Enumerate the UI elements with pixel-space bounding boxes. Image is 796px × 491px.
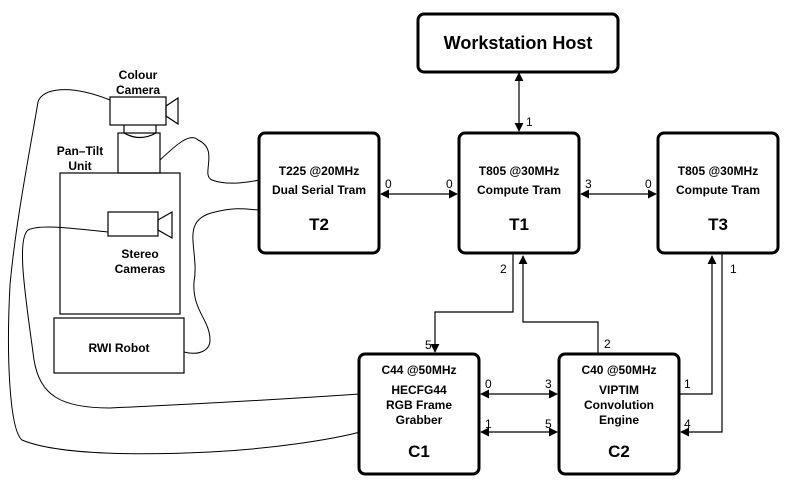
node-c1-id: C1 <box>408 442 430 461</box>
node-t3-id: T3 <box>708 215 728 234</box>
workstation-host-node: Workstation Host <box>416 12 620 74</box>
stereo-cameras-label: Cameras <box>115 262 166 276</box>
node-c1-processor: C44 @50MHz <box>381 363 456 377</box>
node-c2: C40 @50MHz VIPTIM Convolution Engine C2 <box>557 352 681 476</box>
port-label: 0 <box>385 177 392 191</box>
node-c1-function: Grabber <box>396 413 443 427</box>
serial-cable-top <box>159 137 261 184</box>
port-label: 5 <box>425 338 432 352</box>
node-t2-type: Dual Serial Tram <box>272 183 366 197</box>
node-c2-model: VIPTIM <box>599 383 639 397</box>
port-labels: 1 0 0 3 0 2 5 2 1 0 3 1 5 1 4 <box>385 115 737 431</box>
serial-cable-bottom <box>183 208 261 354</box>
port-label: 1 <box>730 262 737 276</box>
node-c2-function: Convolution <box>584 398 654 412</box>
node-t2-processor: T225 @20MHz <box>279 164 359 178</box>
camera-cable <box>8 89 361 455</box>
workstation-host-title: Workstation Host <box>444 33 593 53</box>
node-t3-type: Compute Tram <box>676 183 760 197</box>
port-label: 1 <box>526 115 533 129</box>
node-c1: C44 @50MHz HECFG44 RGB Frame Grabber C1 <box>357 352 481 476</box>
links <box>380 72 723 437</box>
port-label: 0 <box>645 177 652 191</box>
node-t1-processor: T805 @30MHz <box>479 164 559 178</box>
node-t1: T805 @30MHz Compute Tram T1 <box>457 131 581 255</box>
port-label: 5 <box>545 417 552 431</box>
rwi-robot-box <box>53 317 185 374</box>
node-c1-function: RGB Frame <box>386 398 452 412</box>
colour-camera-icon <box>109 96 179 139</box>
node-c1-model: HECFG44 <box>391 383 447 397</box>
node-t1-type: Compute Tram <box>477 183 561 197</box>
node-c2-id: C2 <box>608 442 630 461</box>
link-c2-t1 <box>518 255 599 354</box>
node-t2: T225 @20MHz Dual Serial Tram T2 <box>257 131 381 255</box>
node-t3: T805 @30MHz Compute Tram T3 <box>656 131 780 255</box>
port-label: 3 <box>545 377 552 391</box>
stereo-cable <box>21 226 361 409</box>
port-label: 3 <box>585 177 592 191</box>
port-label: 1 <box>485 417 492 431</box>
stereo-camera-icon <box>107 210 173 240</box>
link-t1-c1 <box>430 254 514 353</box>
link-t3-c2 <box>680 254 723 437</box>
pan-tilt-label: Pan–Tilt <box>57 144 103 158</box>
port-label: 0 <box>446 177 453 191</box>
node-t1-id: T1 <box>509 215 529 234</box>
pan-tilt-neck <box>117 132 161 174</box>
stereo-cameras-label: Stereo <box>121 247 158 261</box>
link-c2-t3 <box>679 255 717 395</box>
port-label: 0 <box>485 377 492 391</box>
port-label: 4 <box>684 417 691 431</box>
node-t2-id: T2 <box>309 215 329 234</box>
port-label: 2 <box>500 262 507 276</box>
robot-body <box>59 172 181 315</box>
node-c2-function: Engine <box>599 413 639 427</box>
node-t3-processor: T805 @30MHz <box>678 164 758 178</box>
rwi-robot-label: RWI Robot <box>88 341 149 355</box>
robot-illustration: Colour Camera Pan–Tilt Unit Stereo Camer… <box>8 68 361 455</box>
port-label: 2 <box>604 337 611 351</box>
node-c2-processor: C40 @50MHz <box>581 363 656 377</box>
colour-camera-label: Colour <box>119 68 158 82</box>
port-label: 1 <box>684 377 691 391</box>
pan-tilt-label: Unit <box>68 159 91 173</box>
colour-camera-label: Camera <box>116 83 160 97</box>
